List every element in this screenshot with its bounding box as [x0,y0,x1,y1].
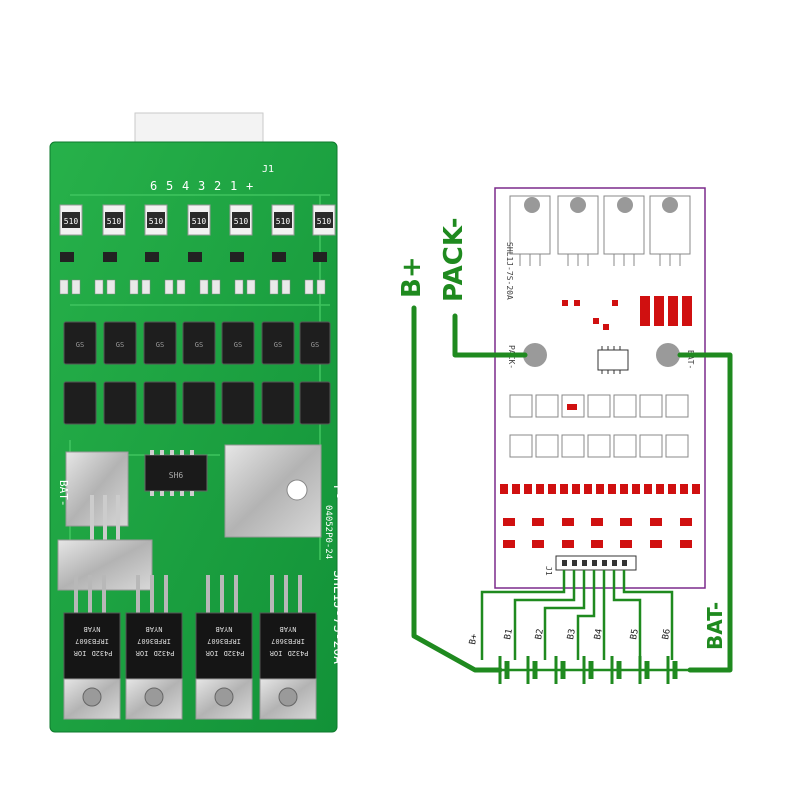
silk-date: 04052P0-24 [323,505,333,559]
pin-label: 2 [214,179,221,193]
mosfet-marking: NYAB [146,625,163,633]
smd-passives-row [59,279,326,295]
chip-code: GS [195,341,203,349]
silk-model-label: SHL1J-7S-20A [330,570,345,664]
balance-wires [480,570,674,660]
resistor-code: 510 [276,217,291,226]
resistor-code: 510 [149,217,164,226]
schematic-mosfets [509,195,691,266]
schematic-bat-pad [656,343,680,367]
controller-ic [144,454,208,492]
schematic-model-label: SHL1J-7S-20A [505,242,514,300]
balance-wire-b5 [612,570,642,660]
pcb-photo: 6 5 4 3 2 1 + J1 510 510 510 510 510 510… [49,112,345,733]
schematic-wires [411,305,733,673]
pin-label: + [246,179,253,193]
balance-wire-b2 [543,570,586,660]
bat-wire [677,352,733,673]
chip-code: GS [116,341,124,349]
schematic-pack-pad [523,343,547,367]
chip-code: GS [156,341,164,349]
balance-wire-b3 [576,570,596,660]
resistor-code: 510 [64,217,79,226]
tap-label: B+ [468,633,480,646]
tap-label: B4 [593,628,605,640]
mosfet-array: NYAB IRFB3607 IOR P432D NYAB IRFB3607 IO… [63,575,317,720]
protection-chips [63,321,331,425]
mosfet-marking: NYAB [280,625,297,633]
bplus-label: B+ [397,256,427,298]
battery-cells [498,656,690,684]
pin-label: 4 [182,179,189,193]
schematic-small-red [567,404,577,410]
bplus-wire [411,305,503,673]
wiring-schematic: SHL1J-7S-20A PACK- BAT- [397,187,733,684]
mosfet-marking: NYAB [216,625,233,633]
mosfet-brand: IOR [135,649,148,657]
tap-label: B1 [503,628,515,640]
resistor-code: 510 [234,217,249,226]
silk-pack-label: P- [331,485,345,499]
pack-wire [452,313,528,358]
pack-label: PACK- [439,217,469,302]
ic-code: SH6 [169,471,184,480]
schematic-board-outline [494,187,706,589]
resistor-code: 510 [107,217,122,226]
mosfet-brand: IOR [269,649,282,657]
schematic-mosfet-holes [524,197,678,213]
tap-label: B5 [629,628,641,640]
tap-label: B3 [566,628,578,640]
mosfet-brand: IOR [73,649,86,657]
chip-code: GS [76,341,84,349]
pin-label: 3 [198,179,205,193]
mosfet-part: IRFB3607 [271,637,305,645]
schematic-chips [509,394,689,458]
schematic-balance-parts [503,518,692,548]
mosfet-code: P432D [287,649,308,657]
schematic-j1-pins [562,560,627,566]
schematic-resistor-row [500,484,700,494]
bat-label: BAT- [703,602,727,650]
silk-bat-label: BAT- [57,480,70,507]
schematic-j1-label: J1 [544,566,553,576]
connector-pin-labels: 6 5 4 3 2 1 + J1 [150,164,274,193]
smd-components-row [60,252,327,262]
chip-code: GS [234,341,242,349]
controller-ic-pins [150,450,194,496]
mosfet-code: P432D [153,649,174,657]
tap-label: B6 [661,628,673,640]
mosfet-marking: NYAB [84,625,101,633]
pin-label: 6 [150,179,157,193]
schematic-bat-pad-label: BAT- [686,350,695,369]
balance-resistors: 510 510 510 510 510 510 510 [59,204,336,236]
mosfet-code: P432D [223,649,244,657]
pin-label: 1 [230,179,237,193]
tap-label: B2 [534,628,546,640]
mosfet-part: IRFB3607 [137,637,171,645]
pack-pad-hole [286,479,308,501]
mosfet-part: IRFB3607 [207,637,241,645]
balance-wire-b1 [513,570,576,660]
chip-code: GS [311,341,319,349]
mosfet-code: P432D [91,649,112,657]
chip-codes: GS GS GS GS GS GS GS [76,341,319,349]
pin-label: 5 [166,179,173,193]
resistor-code: 510 [192,217,207,226]
balance-wire-bplus [480,570,566,660]
mosfet-brand: IOR [205,649,218,657]
balance-wire-b6 [622,570,674,660]
mosfet-part: IRFB3607 [75,637,109,645]
resistor-code: 510 [317,217,332,226]
chip-code: GS [274,341,282,349]
tap-labels: B+ B1 B2 B3 B4 B5 B6 [468,628,673,645]
schematic-small-parts [562,296,692,374]
connector-label: J1 [262,164,274,175]
